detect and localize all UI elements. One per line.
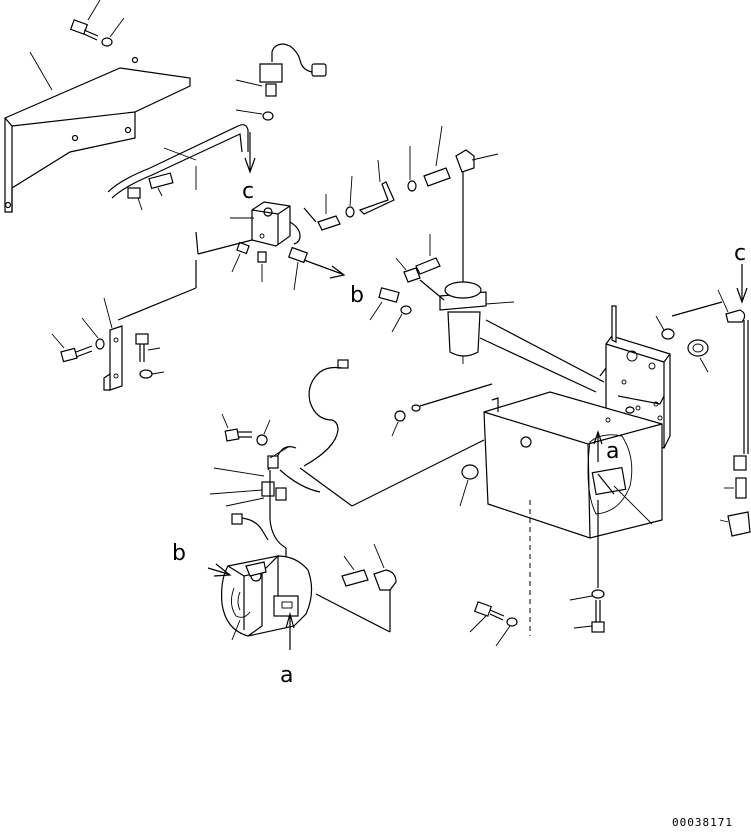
fitting-chain bbox=[303, 125, 499, 231]
bracket-box bbox=[483, 391, 663, 636]
cover-plate bbox=[4, 51, 191, 213]
tube-assembly bbox=[107, 124, 249, 211]
pump-fittings bbox=[315, 543, 397, 633]
pump-assembly bbox=[221, 554, 313, 641]
label-c-upper: c bbox=[242, 179, 254, 204]
label-b-lower: b bbox=[172, 541, 186, 566]
bolt-bottom-left bbox=[469, 601, 518, 647]
block-manifold bbox=[230, 201, 301, 247]
right-nuts bbox=[391, 315, 709, 507]
fitting-b-arrow bbox=[288, 246, 346, 291]
label-b-upper: b bbox=[350, 283, 364, 308]
label-c-right: c bbox=[734, 241, 746, 266]
label-a-lower: a bbox=[280, 663, 293, 688]
bolt-washer-center bbox=[221, 413, 271, 446]
fuel-filter bbox=[439, 281, 515, 364]
filter-fittings bbox=[369, 234, 445, 333]
bolt-top bbox=[69, 0, 125, 47]
label-a-right: a bbox=[606, 439, 619, 464]
bolt-bottom-right bbox=[569, 589, 605, 633]
bracket-left bbox=[51, 297, 165, 391]
drawing-number: 00038171 bbox=[672, 816, 733, 829]
sensor-top bbox=[235, 43, 327, 121]
wire-harness bbox=[209, 359, 349, 560]
